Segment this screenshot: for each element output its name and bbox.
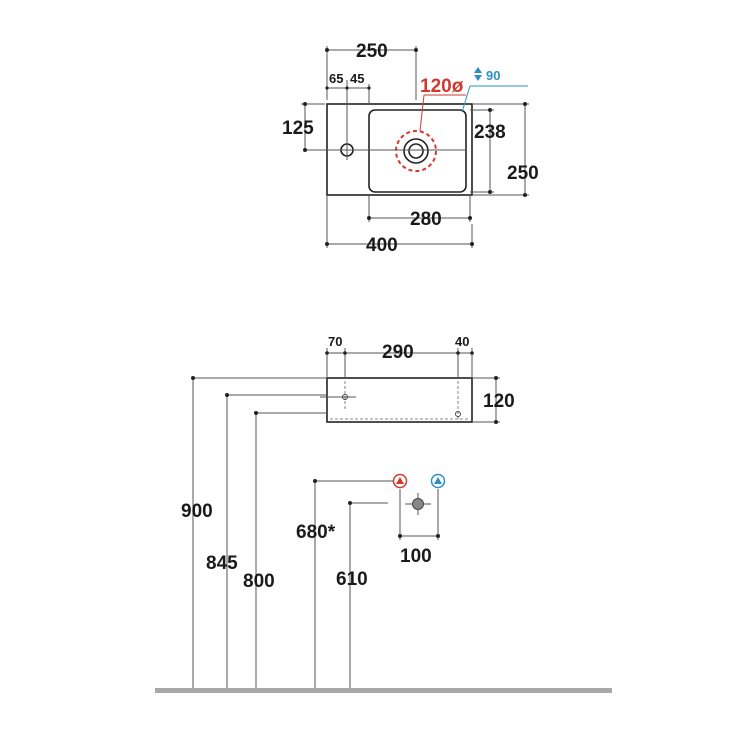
dim-total-width: 400	[366, 235, 398, 256]
height-arrow-icon	[474, 67, 482, 81]
dim-supply-height: 680*	[296, 522, 336, 543]
dim-middle: 290	[382, 342, 414, 363]
dim-tap-depth: 125	[282, 118, 314, 139]
bowl-outline	[368, 109, 467, 193]
cold-water-triangle-icon	[430, 473, 446, 489]
dim-tap-right: 45	[350, 71, 364, 86]
dim-tap-height: 845	[206, 553, 238, 574]
front-view: 70 290 40 120 900 845 800 680*	[155, 334, 612, 693]
dim-left: 70	[328, 334, 342, 349]
drain-circle-dashed	[395, 130, 437, 172]
dim-waste-height: 610	[336, 569, 368, 590]
waste-outlet-icon	[405, 493, 431, 515]
dim-drain-height: 90	[486, 68, 500, 83]
dim-drain-diameter: 120ø	[420, 76, 464, 97]
drain-inner	[408, 143, 424, 159]
dim-total-depth: 250	[507, 163, 539, 184]
dim-height: 120	[483, 391, 515, 412]
basin-outline-front	[326, 377, 473, 423]
dim-tap-left: 65	[329, 71, 343, 86]
floor-line	[155, 688, 612, 693]
dim-bowl-depth: 238	[474, 122, 506, 143]
dim-supply-spacing: 100	[400, 546, 432, 567]
dim-top-height: 900	[181, 501, 213, 522]
hot-water-triangle-icon	[392, 473, 408, 489]
dim-tap-distance: 250	[356, 41, 388, 62]
dim-bottom-height: 800	[243, 571, 275, 592]
drain-outer	[403, 138, 429, 164]
top-view: 250 65 45 125 120ø 90 238	[282, 41, 539, 256]
dim-bowl-width: 280	[410, 209, 442, 230]
dim-right: 40	[455, 334, 469, 349]
